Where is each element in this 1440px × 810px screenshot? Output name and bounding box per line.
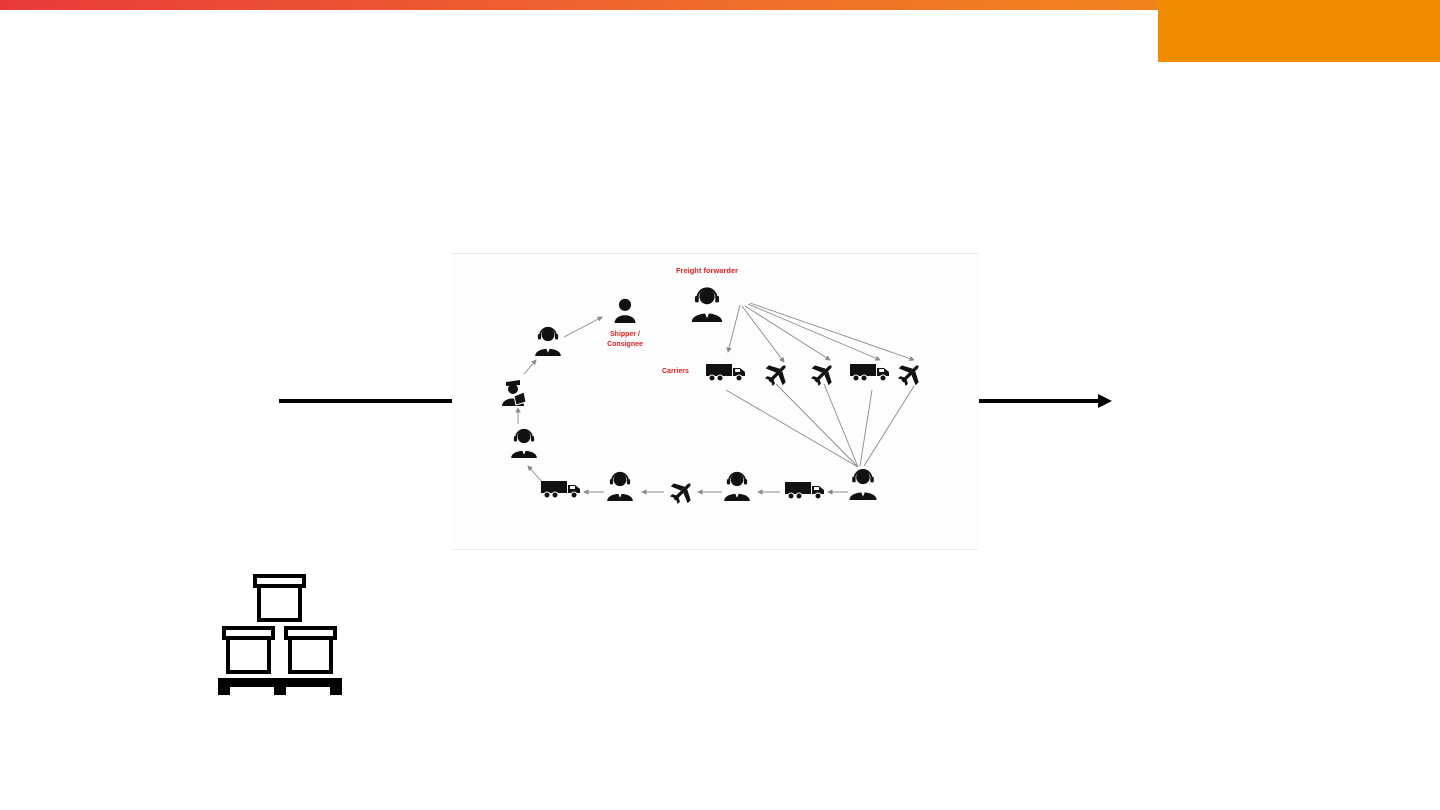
handling-agent-icon — [606, 471, 634, 501]
shipper-label-line2: Consignee — [607, 341, 643, 348]
freight-network-diagram: Freight forwarder Shipper / Consignee Ca… — [452, 253, 978, 550]
customs-officer-icon — [501, 379, 527, 406]
forwarder-carrier-links — [726, 302, 915, 363]
airplane-icon — [670, 478, 696, 504]
right-flow-line — [979, 399, 1099, 403]
corner-accent-block — [1158, 0, 1440, 62]
destination-agent-icon — [510, 428, 538, 458]
right-flow-arrow-icon — [1098, 394, 1112, 408]
top-accent-bar — [0, 0, 1440, 10]
handling-agent-icon — [723, 471, 751, 501]
left-flow-line — [279, 399, 452, 403]
delivery-truck-icon — [541, 480, 581, 499]
destination-agent-icon — [534, 326, 562, 356]
carrier-airplane-icon — [811, 360, 837, 386]
carriers-label: Carriers — [662, 368, 689, 375]
carrier-truck-icon — [706, 363, 746, 382]
shipper-label-line1: Shipper / — [610, 331, 640, 338]
shipper-person-icon — [614, 298, 636, 323]
freight-forwarder-label: Freight forwarder — [676, 266, 738, 275]
bottom-chain-arrows — [515, 316, 848, 495]
carrier-truck-icon — [850, 363, 890, 382]
carrier-hub-links — [725, 383, 915, 468]
freight-forwarder-agent-icon — [690, 287, 724, 324]
hub-agent-icon — [848, 469, 878, 500]
pallet-boxes-icon — [218, 574, 342, 695]
carrier-airplane-icon — [898, 360, 924, 386]
pickup-truck-icon — [785, 481, 825, 500]
